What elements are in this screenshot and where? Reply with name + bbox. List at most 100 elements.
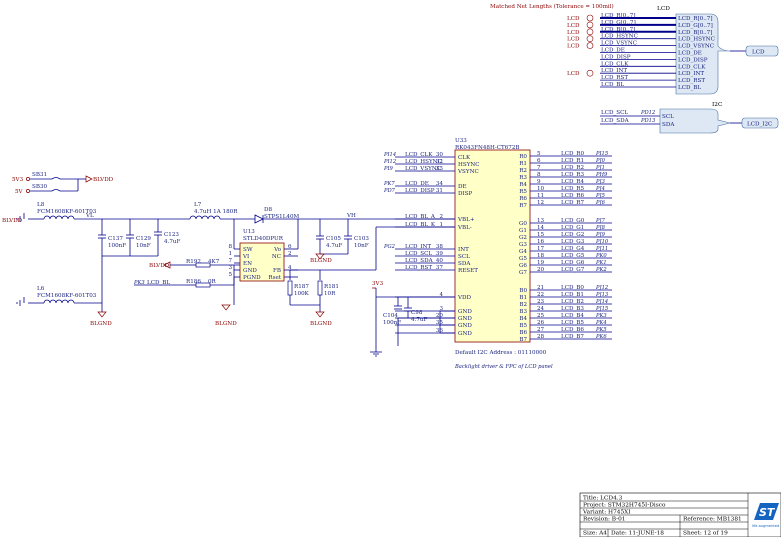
lcd-sheet-block[interactable]: LCD LCD_R[0..7]LCD_R[0..7]LCDLCD_G[0..7]… (567, 6, 779, 95)
i2c-port-scl: LCD_SCL (601, 110, 628, 116)
u13-lpin-1: VI (242, 254, 249, 260)
u13-lpin-4: PGND (243, 275, 261, 281)
tb-variant: Variant: H745XI (582, 510, 631, 516)
u33-ref-r8: PJ7 (595, 218, 606, 224)
u33-pin-num-l10: 37 (436, 265, 444, 271)
u33-pin-name-l0: CLK (458, 155, 471, 161)
blgnd-label-3: BLGND (310, 321, 332, 327)
u33-net-l0: LCD_CLK (405, 152, 433, 158)
u13-lnum-2: 7 (228, 258, 232, 264)
tb-revision: Revision: B-01 (583, 517, 625, 523)
u33-ref-r4: PJ3 (595, 179, 606, 185)
u33-pin-num-r15: 20 (537, 267, 545, 273)
i2c-bus-flag (741, 117, 779, 129)
u33-pin-name-l5: VBL+ (457, 217, 475, 223)
lcd-pin-5: LCD_DE (678, 51, 702, 57)
svg-text:ST: ST (759, 506, 776, 519)
lcd-marker-8: LCD (567, 71, 580, 77)
u33-ref-r7: PJ6 (595, 200, 606, 206)
i2c-pin-scl: SCL (662, 114, 674, 120)
u33-ref-r11: PJ10 (595, 239, 609, 245)
u33-net-l3: LCD_DE (405, 181, 429, 187)
lcd-pin-2: LCD_B[0..7] (678, 30, 712, 36)
u33-pin-name-r11: G3 (519, 242, 527, 248)
lcd-pin-3: LCD_HSYNC (678, 37, 715, 43)
net-5v3-label: 5V3 (12, 177, 24, 183)
svg-text:C104: C104 (383, 313, 398, 319)
tb-size: Size: A4 (583, 531, 607, 537)
u33-net-r8: LCD_G0 (561, 218, 585, 224)
u33-ref-r19: PJ15 (595, 306, 608, 312)
u33-pin-num-r4: 9 (537, 179, 541, 185)
u33-net-r4: LCD_R4 (561, 179, 584, 185)
u33-pin-name-l1: HSYNC (458, 162, 480, 168)
r187-value: 100K (294, 291, 310, 297)
u33-pin-name-r17: B1 (519, 295, 527, 301)
u33-pin-num-r14: 19 (537, 260, 545, 266)
lcd-marker-2: LCD (567, 30, 580, 36)
u13-rpin-3: FB (273, 268, 281, 274)
u33-pin-name-l10: RESET (458, 268, 478, 274)
i2c-ref-scl: PD12 (640, 110, 655, 116)
u33-pin-name-r22: B6 (519, 330, 527, 336)
lcd-port-2: LCD_B[0..7] (601, 27, 635, 33)
u13-lpin-2: EN (243, 261, 252, 267)
u33-net-r13: LCD_G5 (561, 253, 585, 259)
u33-pin-num-l3: 34 (436, 181, 444, 187)
u33-ref-r12: PJ11 (595, 246, 608, 252)
svg-text:4.7uF: 4.7uF (411, 317, 427, 323)
cap-c123: C123 4.7uF (154, 219, 180, 256)
u33-pin-num-l5: 2 (439, 214, 443, 220)
blgnd-ground-symbols (97, 253, 325, 318)
u33-pin-num-l4: 31 (436, 188, 443, 194)
lcd-marker-1: LCD (567, 23, 580, 29)
blgnd-label-1: BLGND (90, 321, 112, 327)
u13-lnum-4: 5 (228, 272, 232, 278)
net-length-note: Matched Net Lengths (Tolerance = 100mil) (490, 3, 614, 10)
u33-ref-l0: PI14 (383, 152, 396, 158)
r192-ref: R192 (186, 259, 201, 265)
backlight-caption: Backlight driver & FPC of LCD panel (454, 364, 553, 370)
u33-pin-name-r5: R5 (519, 189, 527, 195)
u33-pin-num-l9: 40 (436, 258, 444, 264)
u33-net-r15: LCD_G7 (561, 267, 585, 273)
u33-ref-l2: PI9 (383, 166, 394, 172)
blgnd-label-2: BLGND (215, 321, 237, 327)
power-section: 5V3 5V SB31 SB30 BLVDD BLVDD L8 FCM1608K… (2, 172, 455, 357)
svg-text:10nF: 10nF (136, 243, 151, 249)
u33-net-l8: LCD_SCL (405, 251, 432, 257)
u33-ref-r21: PK4 (595, 320, 607, 326)
svg-text:C129: C129 (136, 236, 151, 242)
u33-net-r17: LCD_B1 (561, 292, 584, 298)
d8-value: STPS1L40M (264, 214, 300, 220)
l7-value: 4.7uH 1A 180R (194, 209, 238, 215)
svg-text:C103: C103 (354, 236, 369, 242)
tb-project: Project: STM32H745I-Disco (583, 503, 666, 509)
u33-net-r6: LCD_R6 (561, 193, 584, 199)
u13-rpin-4: Rset (268, 275, 281, 281)
lcd-port-10: LCD_BL (601, 82, 624, 88)
u33-ref-r6: PJ5 (595, 193, 605, 199)
u33-pin-name-l6: VBL- (457, 225, 472, 231)
u13-rnum-3: 4 (288, 265, 292, 271)
sb31-ref: SB31 (32, 172, 47, 178)
l8-value: FCM1608KF-601T03 (37, 209, 97, 215)
u13-lnum-0: 8 (228, 244, 232, 250)
tb-reference: Reference: MB1381 (683, 517, 742, 523)
net-5v-label: 5V (15, 189, 24, 195)
vl-label: VL (85, 213, 94, 219)
u33-ref-r10: PJ9 (595, 232, 606, 238)
u33-net-l1: LCD_HSYNC (405, 159, 442, 165)
u33-pin-num-l12: 3 (439, 306, 443, 312)
u13-rnum-1: 2 (288, 251, 292, 257)
u33-pin-num-r18: 23 (537, 299, 545, 305)
tb-date: Date: 11-JUNE-18 (611, 531, 664, 537)
u33-pin-name-l11: VDD (457, 295, 472, 301)
i2c-sheet-block[interactable]: I2C LCD_SCL LCD_SDA PD12 PD13 SCL SDA LC… (600, 102, 779, 134)
u33-pin-name-l2: VSYNC (457, 169, 479, 175)
u33-ref-r3: PH9 (595, 172, 608, 178)
u33-pin-name-r18: B2 (519, 302, 527, 308)
